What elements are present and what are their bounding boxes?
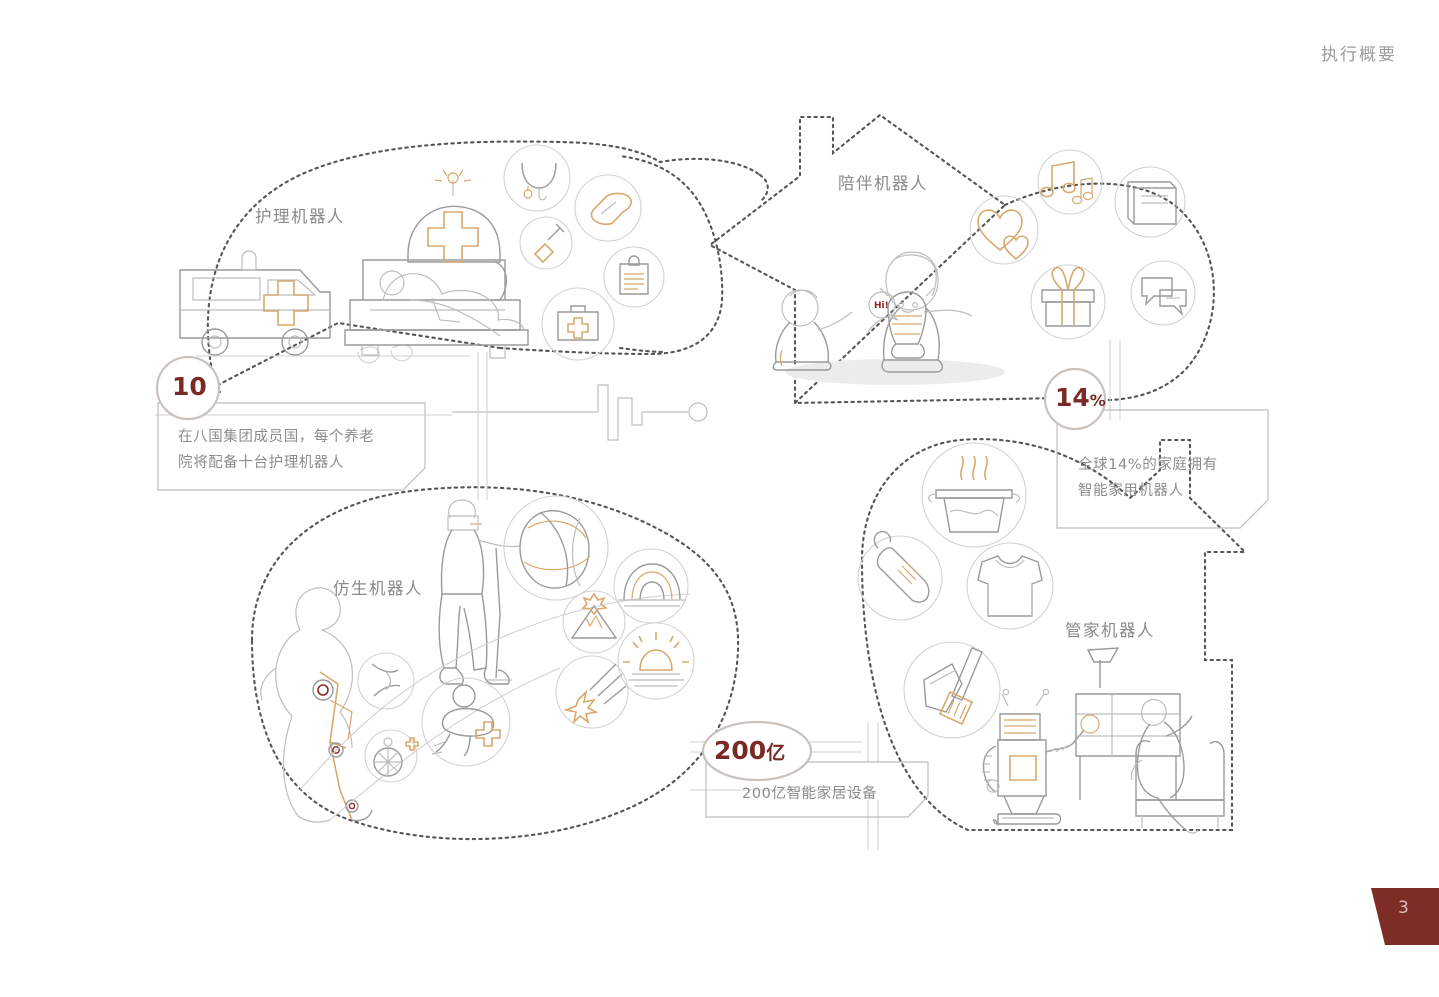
illustration-runner-prosthetic xyxy=(260,587,373,823)
baby-bottle-icon xyxy=(857,535,943,621)
icon-group-nursing xyxy=(503,144,665,361)
callout-text-14: 全球14%的家庭拥有 智能家用机器人 xyxy=(1078,457,1218,499)
callout-box-14 xyxy=(1043,367,1269,529)
icon-group-bionic xyxy=(357,495,695,783)
stat-number-10: 10 xyxy=(172,372,207,401)
medical-kit-icon xyxy=(541,287,615,361)
cooking-pot-icon xyxy=(921,442,1027,548)
stat-number-200: 200亿 xyxy=(714,736,785,765)
book-icon xyxy=(1114,166,1186,238)
region-outline-butler xyxy=(860,438,1248,832)
illustration-man-with-cane xyxy=(299,499,691,821)
stat-value: 200 xyxy=(714,736,767,765)
stat-suffix: 亿 xyxy=(766,742,786,764)
speech-bubble-text: Hi! xyxy=(874,301,889,311)
illustration-ambulance xyxy=(179,250,470,364)
shirt-icon xyxy=(966,542,1054,630)
connector-lines xyxy=(155,340,1121,850)
stat-number-14: 14% xyxy=(1055,383,1106,412)
eye-vision-icon xyxy=(503,495,609,601)
mountain-icon xyxy=(562,590,626,654)
category-label-butler: 管家机器人 xyxy=(1065,621,1155,640)
category-label-nursing: 护理机器人 xyxy=(255,207,345,226)
wheelchair-icon xyxy=(364,729,418,783)
callout-box-200 xyxy=(701,720,929,818)
callout-text-10: 在八国集团成员国，每个养老 院将配备十台护理机器人 xyxy=(178,429,375,471)
icon-group-companion xyxy=(969,149,1196,340)
category-label-companion: 陪伴机器人 xyxy=(838,174,928,193)
page-title: 执行概要 xyxy=(1321,45,1397,65)
callout-box-10 xyxy=(155,355,426,491)
icon-group-butler xyxy=(857,442,1054,739)
illustration-butler-scene xyxy=(982,647,1225,834)
speech-bubble-icon xyxy=(868,291,896,319)
hearts-icon xyxy=(969,195,1039,265)
pill-icon xyxy=(574,174,642,242)
region-outline-bionic xyxy=(250,486,740,841)
gift-icon xyxy=(1030,264,1106,340)
joint-icon xyxy=(357,652,415,710)
region-outline-companion xyxy=(708,113,1215,405)
stethoscope-icon xyxy=(503,144,571,212)
illustration-patient-bed xyxy=(344,169,529,359)
broom-dustpan-icon xyxy=(903,641,1001,739)
clipboard-icon xyxy=(603,246,665,308)
stat-value: 14 xyxy=(1055,383,1090,412)
callout-text-200: 200亿智能家居设备 xyxy=(742,786,878,802)
page-number-badge xyxy=(1371,888,1439,945)
stat-suffix: % xyxy=(1089,391,1106,410)
region-outline-nursing xyxy=(206,140,769,394)
category-label-bionic: 仿生机器人 xyxy=(333,579,423,598)
sunrise-icon xyxy=(617,622,695,700)
accident-icon xyxy=(421,677,511,767)
syringe-icon xyxy=(519,216,573,270)
illustration-companion-kids xyxy=(772,251,1005,385)
shooting-star-icon xyxy=(555,655,629,729)
chat-bubbles-icon xyxy=(1130,260,1196,326)
page-number: 3 xyxy=(1398,898,1409,918)
music-note-icon xyxy=(1037,149,1103,215)
